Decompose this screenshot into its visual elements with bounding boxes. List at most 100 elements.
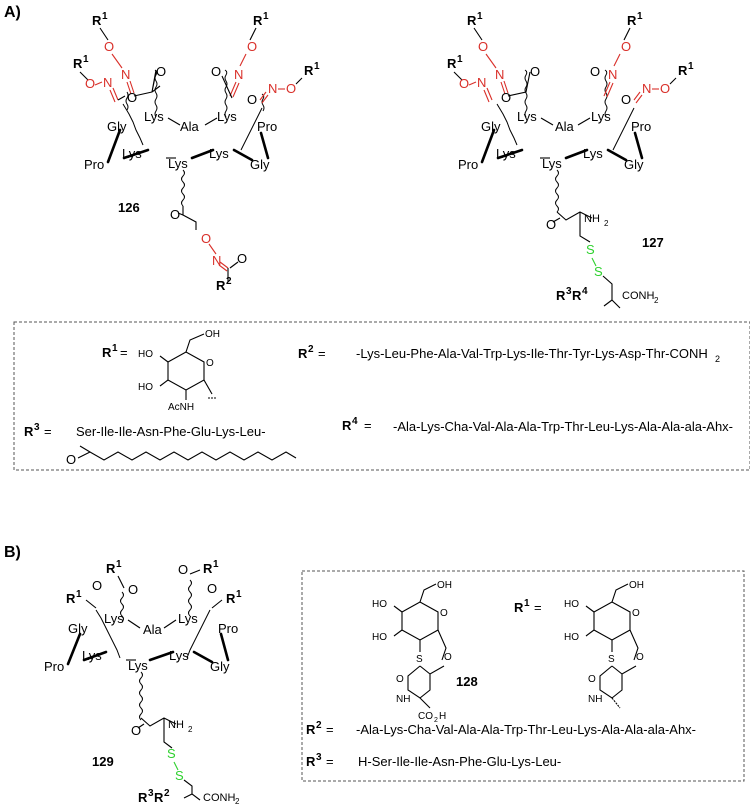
svg-text:HO: HO bbox=[564, 632, 579, 643]
svg-text:O: O bbox=[590, 64, 600, 79]
svg-text:2: 2 bbox=[235, 797, 240, 804]
lys-label: Lys bbox=[122, 146, 142, 161]
svg-text:S: S bbox=[608, 654, 615, 665]
svg-text:O: O bbox=[127, 90, 137, 105]
svg-text:R: R bbox=[572, 288, 582, 303]
svg-text:3: 3 bbox=[316, 752, 322, 763]
svg-text:1: 1 bbox=[236, 589, 242, 600]
svg-text:N: N bbox=[495, 67, 504, 82]
pro-label: Pro bbox=[257, 119, 277, 134]
r-label: R bbox=[92, 13, 102, 28]
svg-text:2: 2 bbox=[654, 296, 659, 305]
svg-text:2: 2 bbox=[164, 788, 170, 799]
svg-text:OH: OH bbox=[437, 580, 452, 591]
svg-text:O: O bbox=[156, 64, 166, 79]
svg-text:O: O bbox=[530, 64, 540, 79]
svg-text:O: O bbox=[478, 39, 488, 54]
svg-text:Pro: Pro bbox=[218, 621, 238, 636]
svg-text:1: 1 bbox=[102, 11, 108, 22]
svg-text:Lys: Lys bbox=[591, 109, 611, 124]
svg-text:OH: OH bbox=[629, 580, 644, 591]
svg-text:R: R bbox=[306, 722, 316, 737]
svg-text:Ala: Ala bbox=[143, 622, 163, 637]
svg-text:=: = bbox=[44, 424, 52, 439]
svg-text:O: O bbox=[128, 582, 138, 597]
svg-text:2: 2 bbox=[188, 725, 193, 734]
oxime-arm-upper-right: R 1 O N O bbox=[211, 11, 269, 99]
compound-129-label: 129 bbox=[92, 754, 114, 769]
svg-text:NH: NH bbox=[584, 213, 600, 225]
svg-text:O: O bbox=[66, 452, 76, 467]
svg-text:R: R bbox=[102, 345, 112, 360]
svg-text:CO: CO bbox=[418, 711, 433, 722]
svg-text:S: S bbox=[175, 768, 184, 783]
legend-box-b bbox=[301, 570, 745, 782]
svg-text:O: O bbox=[131, 723, 141, 738]
lys-label: Lys bbox=[209, 146, 229, 161]
svg-text:1: 1 bbox=[76, 589, 82, 600]
compound-126-scaffold bbox=[106, 69, 270, 207]
svg-text:R: R bbox=[203, 561, 213, 576]
svg-text:N: N bbox=[477, 75, 486, 90]
svg-text:3: 3 bbox=[566, 286, 572, 297]
svg-text:1: 1 bbox=[314, 61, 320, 72]
svg-text:O: O bbox=[92, 578, 102, 593]
svg-text:O: O bbox=[588, 674, 596, 685]
svg-text:Gly: Gly bbox=[68, 621, 88, 636]
svg-text:N: N bbox=[268, 81, 277, 96]
svg-text:NH: NH bbox=[396, 694, 410, 705]
svg-text:O: O bbox=[104, 39, 114, 54]
svg-text:O: O bbox=[444, 652, 452, 663]
svg-text:Lys: Lys bbox=[496, 146, 516, 161]
svg-text:HO: HO bbox=[372, 599, 387, 610]
r2-definition-a: R 2 = -Lys-Leu-Phe-Ala-Val-Trp-Lys-Ile-T… bbox=[298, 344, 720, 364]
svg-text:=: = bbox=[318, 346, 326, 361]
r3-sequence-b: H-Ser-Ile-Ile-Asn-Phe-Glu-Lys-Leu- bbox=[358, 754, 561, 769]
svg-text:1: 1 bbox=[477, 11, 483, 22]
r3-definition-a: R 3 = Ser-Ile-Ile-Asn-Phe-Glu-Lys-Leu- O bbox=[24, 422, 297, 467]
svg-text:CONH: CONH bbox=[203, 792, 235, 804]
svg-text:HO: HO bbox=[138, 349, 153, 360]
lys-label: Lys bbox=[217, 109, 237, 124]
svg-text:R: R bbox=[66, 591, 76, 606]
svg-text:Pro: Pro bbox=[458, 157, 478, 172]
svg-text:NH: NH bbox=[588, 694, 602, 705]
svg-text:OH: OH bbox=[205, 329, 220, 340]
svg-text:=: = bbox=[364, 418, 372, 433]
svg-text:1: 1 bbox=[116, 559, 122, 570]
r4-definition-a: R 4 = -Ala-Lys-Cha-Val-Ala-Ala-Trp-Thr-L… bbox=[342, 416, 733, 434]
svg-text:2: 2 bbox=[308, 344, 314, 355]
gly-label: Gly bbox=[250, 157, 270, 172]
legend-box-a bbox=[13, 321, 750, 471]
svg-text:N: N bbox=[103, 75, 112, 90]
svg-text:R: R bbox=[24, 424, 34, 439]
svg-text:1: 1 bbox=[688, 61, 694, 72]
svg-text:R: R bbox=[106, 561, 116, 576]
svg-text:Lys: Lys bbox=[542, 156, 562, 171]
svg-text:O: O bbox=[459, 76, 469, 91]
svg-text:R: R bbox=[556, 288, 566, 303]
svg-text:NH: NH bbox=[168, 719, 184, 731]
svg-text:HO: HO bbox=[138, 382, 153, 393]
svg-text:HO: HO bbox=[372, 632, 387, 643]
svg-text:R: R bbox=[467, 13, 477, 28]
lys-label: Lys bbox=[144, 109, 164, 124]
svg-text:R: R bbox=[253, 13, 263, 28]
panel-a-label: A) bbox=[4, 4, 21, 21]
svg-text:R: R bbox=[342, 418, 352, 433]
compound-128-structure: OH O HO HO S O O NH CO 2 H bbox=[372, 580, 452, 724]
svg-text:HO: HO bbox=[564, 599, 579, 610]
r4-sequence: -Ala-Lys-Cha-Val-Ala-Ala-Trp-Thr-Leu-Lys… bbox=[393, 419, 733, 434]
svg-text:2: 2 bbox=[316, 720, 322, 731]
svg-text:O: O bbox=[237, 251, 247, 266]
compound-127-scaffold bbox=[480, 69, 644, 213]
svg-text:O: O bbox=[636, 652, 644, 663]
svg-text:O: O bbox=[85, 76, 95, 91]
disulfide-linker-129: O NH 2 S S R 3 R 2 CONH 2 bbox=[131, 717, 240, 804]
svg-text:=: = bbox=[326, 722, 334, 737]
svg-text:=: = bbox=[326, 754, 334, 769]
svg-text:4: 4 bbox=[352, 416, 358, 427]
svg-text:O: O bbox=[170, 207, 180, 222]
svg-text:R: R bbox=[138, 790, 148, 804]
